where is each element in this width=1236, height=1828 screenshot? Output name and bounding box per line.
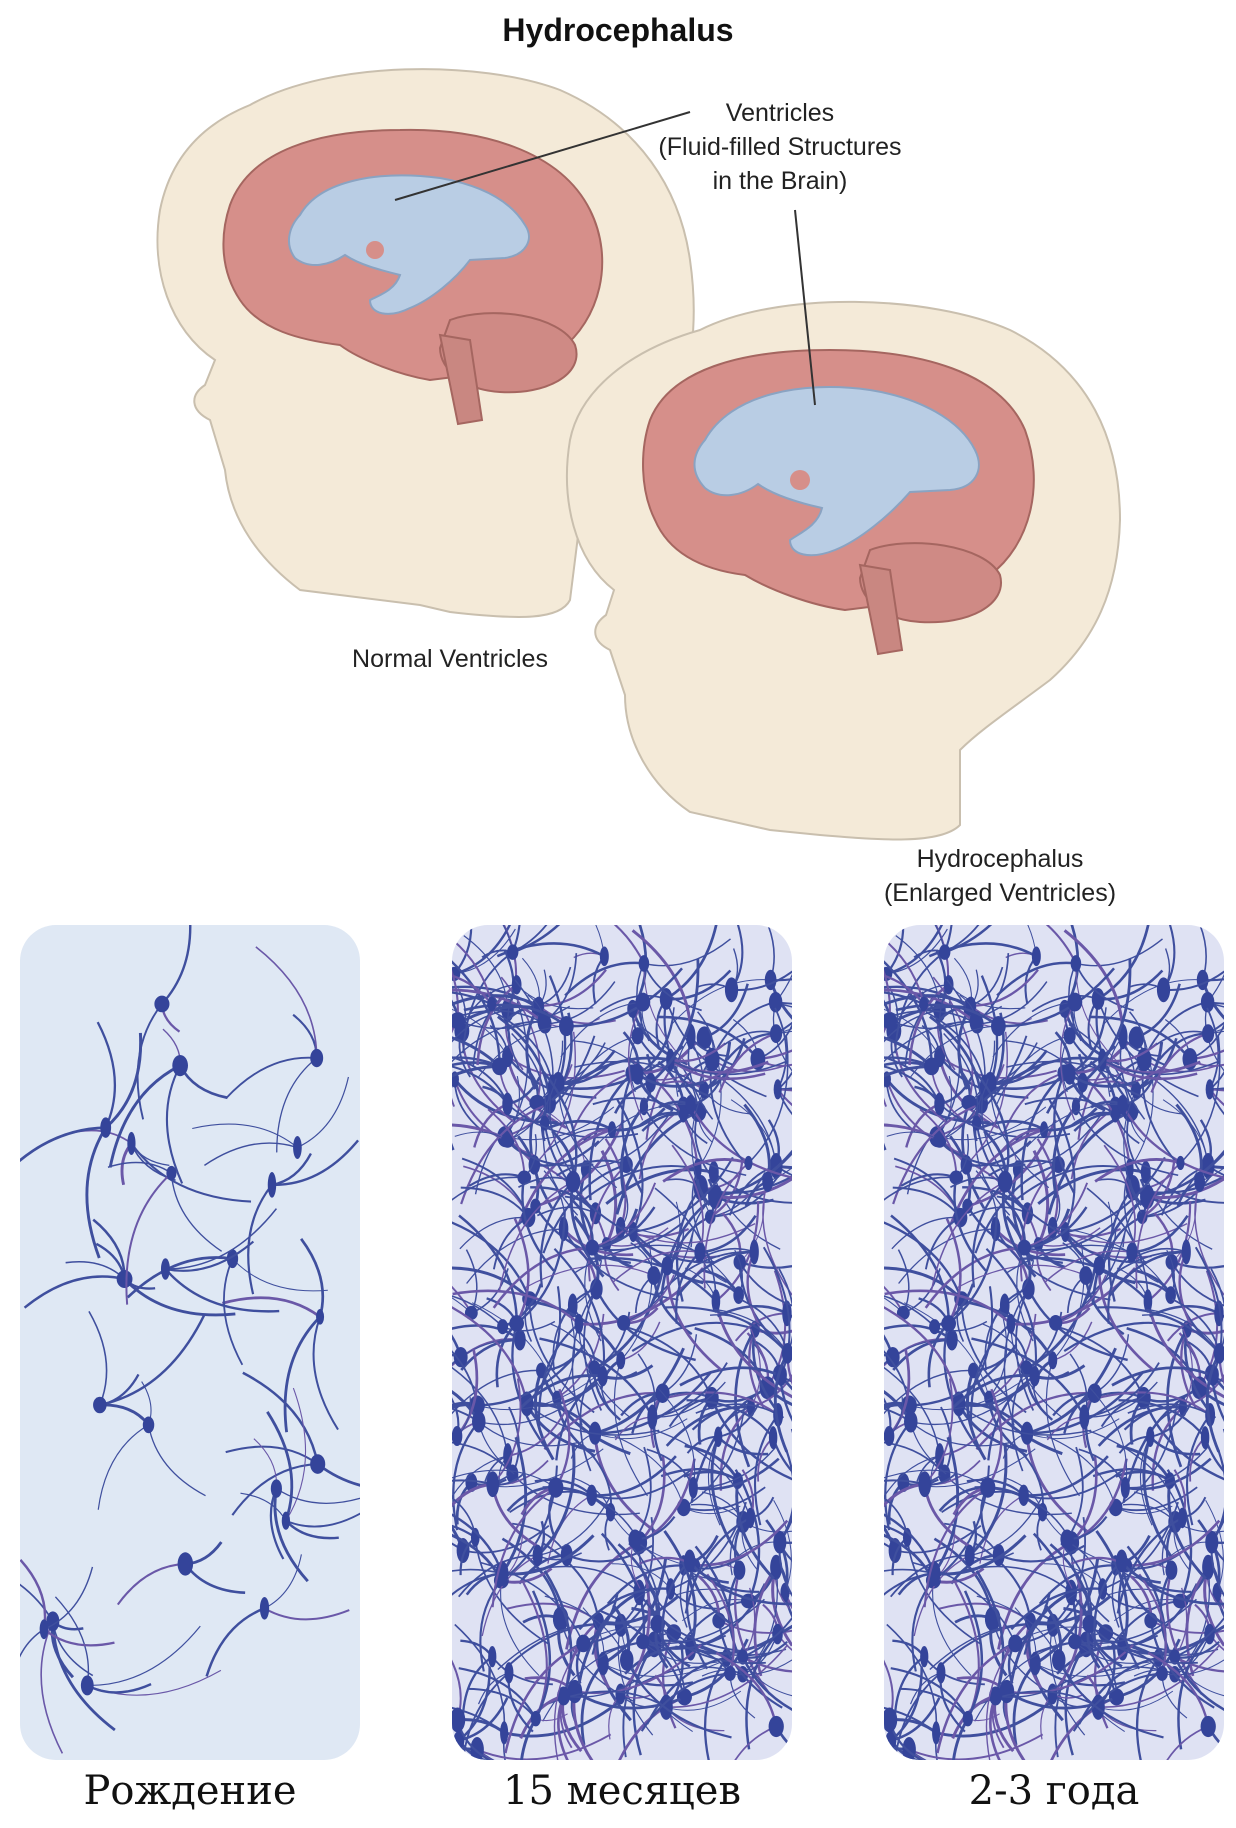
- panel-background: [20, 925, 360, 1760]
- caption-15-months: 15 месяцев: [452, 1768, 792, 1814]
- hydrocephalus-label: Hydrocephalus (Enlarged Ventricles): [800, 842, 1200, 910]
- normal-ventricles-label: Normal Ventricles: [300, 642, 600, 676]
- ventricles-label-line: Ventricles: [590, 96, 970, 130]
- caption-birth: Рождение: [20, 1768, 360, 1814]
- ventricles-label-line: (Fluid-filled Structures: [590, 130, 970, 164]
- caption-2-3-years: 2-3 года: [884, 1768, 1224, 1814]
- neuron-panel-2-3-years: [884, 925, 1224, 1760]
- neuron-network-dense: [884, 925, 1224, 1760]
- ventricles-label-line: in the Brain): [590, 164, 970, 198]
- neuron-panel-15-months: [452, 925, 792, 1760]
- hydro-label-line: (Enlarged Ventricles): [800, 876, 1200, 910]
- neuron-network-dense: [452, 925, 792, 1760]
- ventricles-label: Ventricles (Fluid-filled Structures in t…: [590, 96, 970, 198]
- neuron-panel-birth: [20, 925, 360, 1760]
- neuron-network-sparse: [20, 925, 360, 1760]
- hydro-label-line: Hydrocephalus: [800, 842, 1200, 876]
